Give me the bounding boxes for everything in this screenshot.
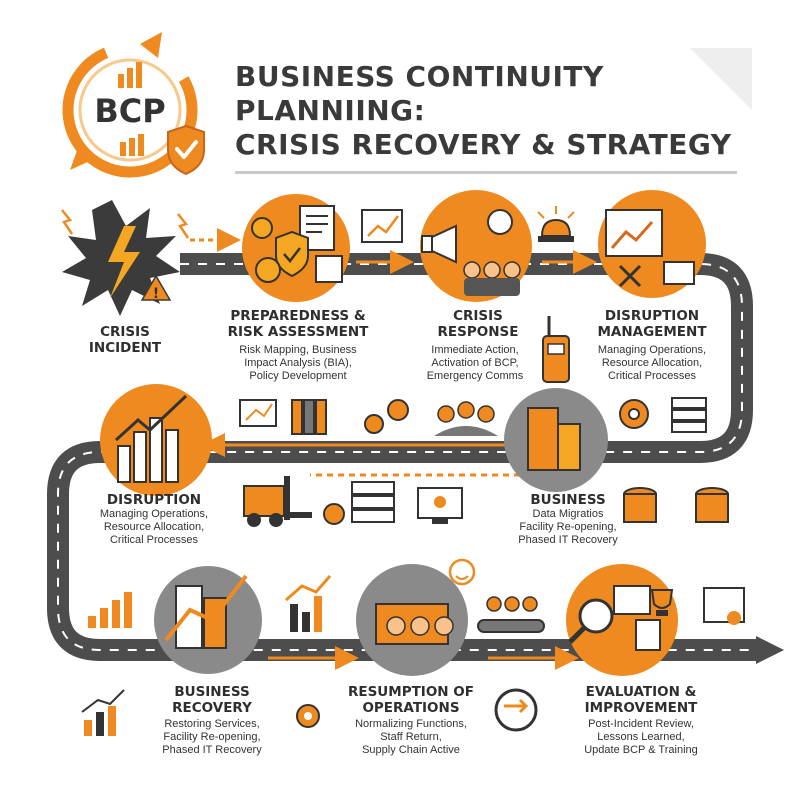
stage-desc-line: Staff Return, [380, 731, 442, 743]
svg-text:!: ! [153, 286, 159, 302]
stage-title-line: OPERATIONS [362, 700, 460, 716]
title-line: PLANNIING: [235, 94, 426, 127]
stage-title-business: BUSINESS [508, 492, 628, 508]
stage-title-line: CRISIS [100, 324, 150, 340]
stage-title-line: CRISIS [453, 308, 503, 324]
binders-icon [291, 399, 327, 435]
stage-desc-line: Normalizing Functions, [355, 718, 467, 730]
stage-desc-line: Immediate Action, [431, 344, 519, 356]
forklift-icon [243, 476, 312, 527]
title-divider [235, 171, 737, 174]
stage-desc-line: Data Migratios [532, 508, 604, 520]
business-building-circle [504, 388, 608, 492]
stage-title-line: RESPONSE [437, 324, 519, 340]
stage-desc-line: Risk Mapping, Business [239, 344, 357, 356]
stage-desc-line: Critical Processes [607, 370, 697, 382]
stage-title-disruption: DISRUPTION [84, 492, 224, 508]
smiley-icon [448, 558, 476, 586]
stage-title-line: EVALUATION & [585, 684, 697, 700]
monitor-icon [417, 487, 463, 524]
flow-road [47, 253, 784, 664]
preparedness-icon-circle [242, 194, 350, 302]
stage-title-line: BUSINESS [174, 684, 250, 700]
stage-title-line: IMPROVEMENT [584, 700, 698, 716]
server-icon [351, 481, 395, 523]
bcp-logo-text: BCP [94, 92, 166, 130]
radio-icon [542, 316, 570, 383]
stage-title-line: RESUMPTION OF [347, 684, 475, 700]
stage-desc-line: Activation of BCP, [431, 357, 519, 369]
crisis-response-icon-circle [420, 190, 532, 302]
small-chart-icon [81, 689, 320, 736]
stage-title-crisis-incident: CRISIS INCIDENT [70, 324, 180, 356]
crisis-burst-icon: ! [61, 200, 190, 316]
cycle-arrows-icon [494, 688, 538, 732]
stage-desc-line: Emergency Comms [426, 370, 524, 382]
server-rack-icon [671, 397, 707, 433]
stage-desc-line: Managing Operations, [597, 344, 707, 356]
stage-desc-line: Resource Allocation, [601, 357, 703, 369]
stage-desc-line: Policy Development [249, 370, 347, 382]
conveyor-team-icon [477, 596, 545, 633]
disruption-management-icon-circle [598, 190, 706, 298]
siren-icon [537, 206, 575, 242]
chart-doc-icon [361, 209, 403, 243]
bar-chart-icon [118, 62, 144, 156]
stage-desc-line: Phased IT Recovery [518, 534, 618, 546]
stage-title-line: DISRUPTION [106, 492, 202, 508]
title-line: BUSINESS CONTINUITY [235, 60, 604, 93]
stage-title-line: RECOVERY [172, 700, 252, 716]
stage-desc-crisis-response: Immediate Action, Activation of BCP, Eme… [410, 344, 540, 383]
stage-desc-disruption: Managing Operations, Resource Allocation… [84, 508, 224, 547]
stage-title-crisis-response: CRISIS RESPONSE [418, 308, 538, 340]
page-title: BUSINESS CONTINUITY PLANNIING: CRISIS RE… [235, 60, 775, 162]
stage-desc-line: Facility Re-opening, [163, 731, 261, 743]
stage-title-line: INCIDENT [88, 340, 162, 356]
resumption-circle [356, 564, 468, 676]
stage-desc-line: Restoring Services, [164, 718, 260, 730]
decorative-triangle [690, 48, 752, 110]
title-line: CRISIS RECOVERY & STRATEGY [235, 128, 732, 161]
bcp-logo [62, 32, 205, 178]
stage-title-line: PREPAREDNESS & [230, 308, 366, 324]
stage-desc-line: Update BCP & Training [584, 744, 698, 756]
stage-title-line: MANAGEMENT [597, 324, 707, 340]
stage-title-resumption: RESUMPTION OF OPERATIONS [336, 684, 486, 716]
stage-desc-line: Lessons Learned, [597, 731, 685, 743]
stage-desc-line: Resource Allocation, [103, 521, 205, 533]
certificate-icon [703, 587, 745, 625]
gear-icon [323, 399, 649, 525]
stage-desc-line: Phased IT Recovery [162, 744, 262, 756]
evaluation-circle [566, 564, 678, 676]
stage-title-line: DISRUPTION [604, 308, 700, 324]
stage-desc-line: Supply Chain Active [362, 744, 460, 756]
stage-title-preparedness: PREPAREDNESS & RISK ASSESSMENT [218, 308, 378, 340]
presentation-board-icon [239, 399, 277, 427]
shield-check-icon [167, 124, 205, 176]
disruption-icon-circle [100, 384, 212, 496]
stage-desc-business-recovery: Restoring Services, Facility Re-opening,… [147, 718, 277, 757]
trophy-icon [650, 589, 674, 616]
stage-title-disruption-management: DISRUPTION MANAGEMENT [582, 308, 722, 340]
stage-desc-preparedness: Risk Mapping, Business Impact Analysis (… [218, 344, 378, 383]
stage-desc-evaluation: Post-Incident Review, Lessons Learned, U… [566, 718, 716, 757]
stage-title-business-recovery: BUSINESS RECOVERY [152, 684, 272, 716]
stage-title-line: RISK ASSESSMENT [227, 324, 369, 340]
stage-desc-line: Post-Incident Review, [588, 718, 694, 730]
stage-desc-line: Facility Re-opening, [519, 521, 617, 533]
stage-title-evaluation: EVALUATION & IMPROVEMENT [566, 684, 716, 716]
business-recovery-circle [154, 566, 262, 674]
stage-desc-line: Managing Operations, [99, 508, 209, 520]
stage-desc-line: Impact Analysis (BIA), [244, 357, 352, 369]
stage-desc-disruption-management: Managing Operations, Resource Allocation… [582, 344, 722, 383]
growth-chart-icon [88, 575, 332, 632]
stage-desc-line: Critical Processes [109, 534, 199, 546]
team-icon [434, 401, 498, 436]
stage-desc-business: Data Migratios Facility Re-opening, Phas… [503, 508, 633, 547]
stage-title-line: BUSINESS [530, 492, 606, 508]
database-icon [623, 487, 729, 523]
stage-desc-resumption: Normalizing Functions, Staff Return, Sup… [336, 718, 486, 757]
